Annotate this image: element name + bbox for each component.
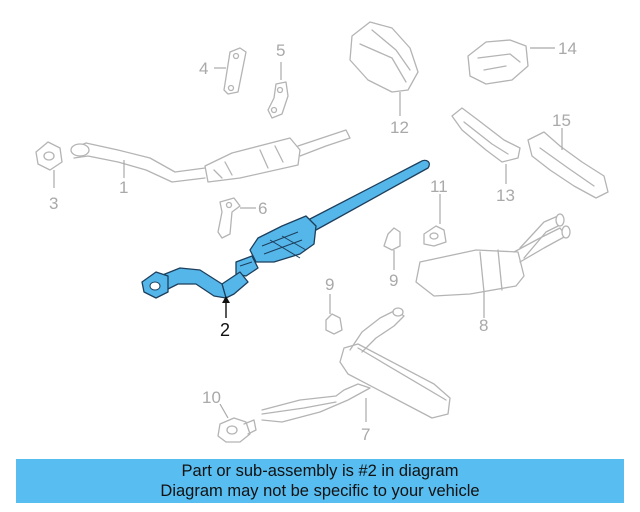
callout-9a: 9 bbox=[389, 271, 398, 290]
callout-3: 3 bbox=[49, 194, 58, 213]
callout-15: 15 bbox=[552, 111, 571, 130]
callout-14: 14 bbox=[558, 39, 577, 58]
callout-1: 1 bbox=[119, 178, 128, 197]
banner-line-1: Part or sub-assembly is #2 in diagram bbox=[181, 462, 459, 480]
part-15-heat-shield[interactable] bbox=[527, 131, 609, 199]
callout-11: 11 bbox=[430, 177, 448, 196]
callout-4: 4 bbox=[199, 59, 208, 78]
callout-10: 10 bbox=[202, 388, 221, 407]
part-1-front-pipe[interactable] bbox=[70, 129, 351, 183]
part-3-gasket[interactable] bbox=[35, 141, 63, 171]
callout-8: 8 bbox=[479, 316, 488, 335]
part-12-heat-shield[interactable] bbox=[349, 21, 419, 93]
part-8-rear-muffler[interactable] bbox=[415, 213, 571, 297]
part-4-hanger-bracket[interactable] bbox=[223, 47, 247, 95]
callout-9b: 9 bbox=[325, 275, 334, 294]
part-7-center-muffler[interactable] bbox=[261, 307, 451, 423]
callout-7: 7 bbox=[361, 425, 370, 444]
part-14-shield[interactable] bbox=[467, 39, 529, 85]
part-11-clamp[interactable] bbox=[423, 225, 447, 247]
part-9-clamp-upper[interactable] bbox=[383, 227, 401, 251]
part-2-catalytic-converter-pipe[interactable] bbox=[141, 159, 430, 299]
part-6-bracket[interactable] bbox=[217, 197, 241, 239]
part-10-clamp[interactable] bbox=[217, 417, 257, 443]
banner-line-2: Diagram may not be specific to your vehi… bbox=[160, 482, 480, 500]
callout-2: 2 bbox=[220, 320, 230, 340]
callout-13: 13 bbox=[496, 186, 515, 205]
callout-6: 6 bbox=[258, 199, 267, 218]
part-13-heat-shield[interactable] bbox=[451, 107, 521, 163]
callout-12: 12 bbox=[390, 118, 409, 137]
part-5-hanger[interactable] bbox=[267, 81, 289, 119]
callout-5: 5 bbox=[276, 41, 285, 60]
part-9-clamp-lower[interactable] bbox=[325, 313, 343, 335]
info-banner: Part or sub-assembly is #2 in diagram Di… bbox=[16, 459, 624, 503]
